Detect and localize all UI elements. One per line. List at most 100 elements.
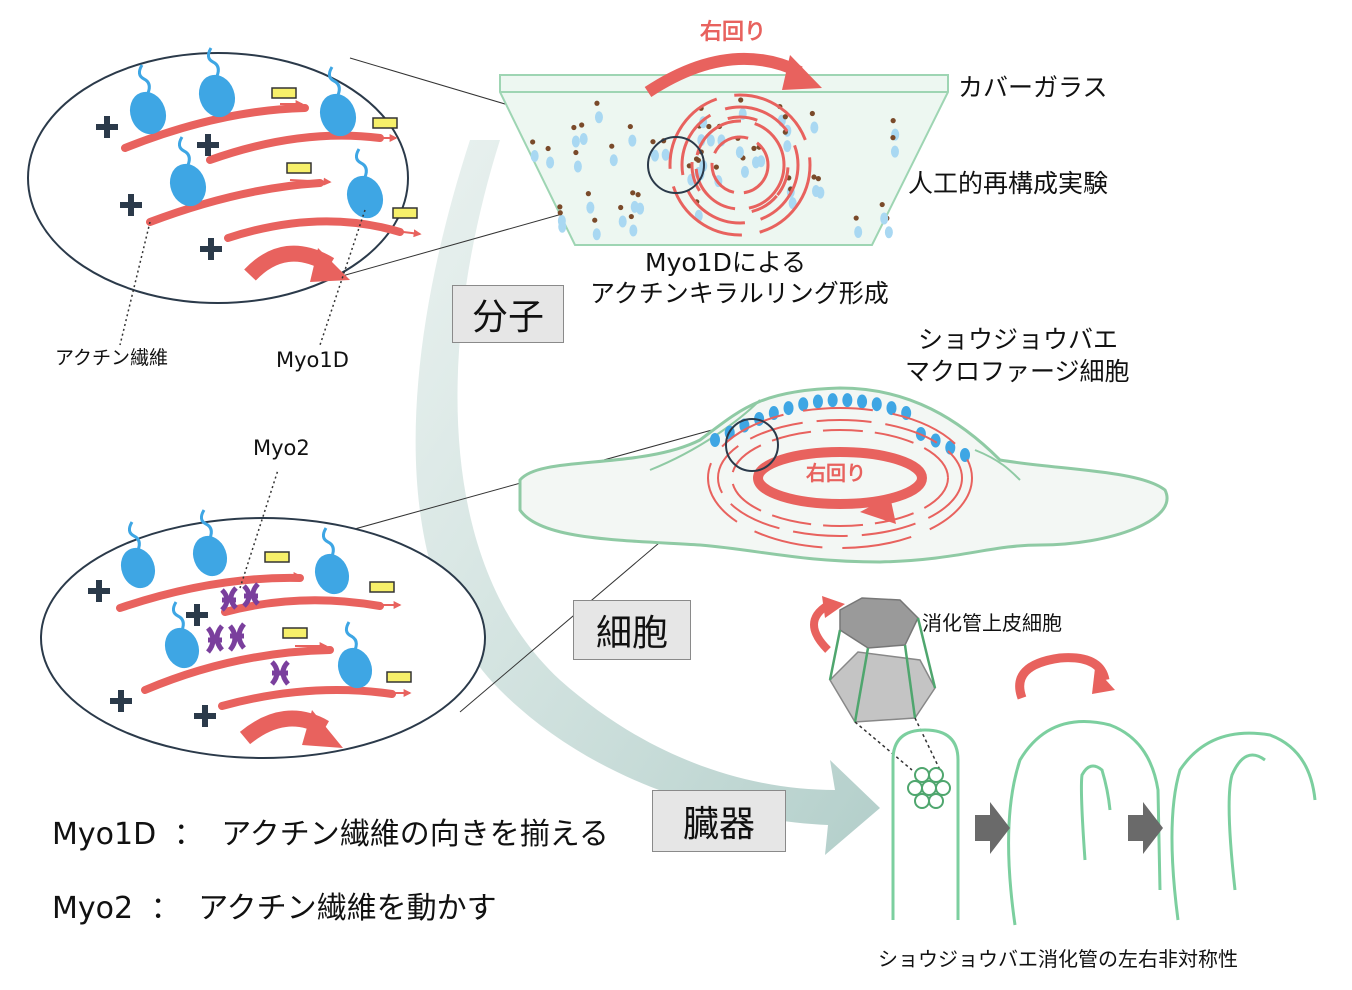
gut-rotation-arrow bbox=[1015, 653, 1110, 700]
myo1d-motor bbox=[573, 160, 582, 173]
membrane-myo1d bbox=[812, 394, 823, 409]
myo1d-motor bbox=[579, 132, 588, 145]
membrane-myo1d bbox=[871, 397, 882, 412]
cell-title-line1: ショウジョウバエ bbox=[918, 325, 1119, 354]
plus-ends-top bbox=[96, 116, 222, 260]
motor-tail-dot bbox=[879, 201, 885, 208]
myo2-crosslinkers bbox=[205, 582, 290, 686]
experiment-label: 人工的再構成実験 bbox=[908, 169, 1109, 198]
summary-myo2-name: Myo2 bbox=[52, 891, 134, 926]
rotation-label-glass: 右回り bbox=[700, 20, 767, 45]
level-flow-arrow bbox=[415, 140, 880, 855]
myo1d-on-membrane bbox=[710, 393, 970, 462]
motor-tail-dot bbox=[609, 143, 615, 149]
zoom-ellipse-cell bbox=[40, 469, 486, 759]
myo1d-motor bbox=[650, 149, 659, 162]
summary-myo1d-sep: ： bbox=[173, 817, 204, 852]
rotation-label-cell: 右回り bbox=[806, 461, 866, 485]
motor-tail-dot bbox=[738, 97, 744, 103]
level-box-molecule: 分子 bbox=[452, 285, 564, 343]
myo1d-motor bbox=[880, 212, 889, 225]
myo1d-motor bbox=[618, 215, 627, 228]
progression-arrows bbox=[975, 802, 1163, 854]
cover-glass-label: カバーガラス bbox=[958, 73, 1108, 102]
motor-tail-dot bbox=[585, 191, 591, 197]
minus-ends-top bbox=[271, 87, 418, 219]
membrane-myo1d bbox=[842, 393, 853, 408]
epithelial-cell-prism bbox=[810, 596, 941, 771]
macrophage-cell bbox=[518, 386, 1169, 564]
membrane-myo1d bbox=[710, 433, 720, 447]
myo1d-motor bbox=[592, 228, 601, 241]
myo1d-motor bbox=[586, 201, 595, 214]
myo1d-motor bbox=[530, 149, 539, 162]
motor-tail-dot bbox=[811, 174, 817, 180]
actin-filament-label: アクチン繊維 bbox=[55, 347, 169, 369]
myo1d-motor bbox=[706, 134, 715, 147]
chiral-actin-ring bbox=[668, 93, 812, 237]
myo1d-motor bbox=[810, 121, 819, 134]
motor-tail-dot bbox=[594, 100, 600, 106]
rotation-arrow-glass bbox=[644, 52, 803, 98]
zoom-ellipse-top bbox=[27, 47, 422, 346]
myo1d-motor bbox=[630, 200, 639, 213]
summary-myo2-text: アクチン繊維を動かす bbox=[198, 891, 497, 926]
ring-caption-line2: アクチンキラルリング形成 bbox=[590, 279, 889, 308]
motor-tail-dot bbox=[571, 124, 577, 131]
myo1d-motor bbox=[594, 111, 603, 124]
membrane-myo1d bbox=[827, 393, 838, 408]
myo1d-motor bbox=[740, 165, 749, 178]
summary-myo2: Myo2 ： アクチン繊維を動かす bbox=[52, 891, 497, 927]
myo1d-motor bbox=[629, 224, 638, 237]
myo1d-motor bbox=[884, 226, 893, 239]
summary-myo1d-name: Myo1D bbox=[52, 817, 157, 852]
myo1d-motor bbox=[757, 155, 766, 168]
membrane-myo1d bbox=[798, 397, 809, 412]
motor-tail-dot bbox=[706, 123, 712, 130]
myo2-label: Myo2 bbox=[253, 436, 310, 460]
motor-tail-dot bbox=[853, 215, 859, 221]
motor-tail-dot bbox=[650, 139, 656, 145]
motor-tail-dot bbox=[809, 110, 815, 117]
epithelium-label: 消化管上皮細胞 bbox=[922, 611, 1062, 635]
gut-caption: ショウジョウバエ消化管の左右非対称性 bbox=[878, 947, 1238, 971]
myo1d-label: Myo1D bbox=[276, 348, 349, 372]
motor-tail-dot bbox=[815, 176, 821, 182]
membrane-myo1d bbox=[960, 448, 970, 462]
membrane-myo1d bbox=[930, 433, 941, 448]
level-box-cell: 細胞 bbox=[573, 600, 691, 660]
motor-tail-dot bbox=[618, 204, 624, 211]
motor-tail-dot bbox=[557, 210, 563, 216]
myo1d-motor bbox=[783, 140, 792, 153]
myo1d-motor bbox=[661, 148, 670, 161]
myo1d-motor bbox=[812, 185, 821, 198]
motor-tail-dot bbox=[890, 118, 896, 124]
myo1d-motor bbox=[546, 156, 555, 169]
motor-tail-dot bbox=[890, 135, 896, 141]
myo1d-motor bbox=[558, 220, 567, 233]
motor-tail-dot bbox=[630, 190, 636, 196]
membrane-myo1d bbox=[945, 440, 956, 455]
rotation-arrow-cell bbox=[753, 447, 927, 509]
summary-myo1d: Myo1D ： アクチン繊維の向きを揃える bbox=[52, 817, 609, 853]
cell-title-line2: マクロファージ細胞 bbox=[905, 357, 1130, 386]
myo1d-motor bbox=[571, 135, 580, 148]
membrane-myo1d bbox=[783, 401, 794, 416]
motor-tail-dot bbox=[751, 145, 757, 151]
motor-tail-dot bbox=[592, 217, 598, 223]
myo1d-motor bbox=[890, 145, 899, 158]
motor-tail-dot bbox=[579, 122, 585, 128]
actin-filaments-top bbox=[121, 104, 404, 242]
myo1d-motor bbox=[628, 134, 637, 147]
ring-caption-line1: Myo1Dによる bbox=[645, 248, 807, 277]
summary-myo1d-text: アクチン繊維の向きを揃える bbox=[221, 817, 609, 852]
zoom-circle-top bbox=[647, 136, 705, 194]
zoom-circle-cell bbox=[725, 418, 779, 472]
gut-tubes bbox=[891, 653, 1317, 926]
motor-tail-dot bbox=[693, 156, 700, 162]
motor-tail-dot bbox=[713, 164, 719, 170]
level-box-organ: 臓器 bbox=[652, 790, 786, 852]
membrane-myo1d bbox=[857, 394, 868, 409]
motor-tail-dot bbox=[782, 114, 788, 120]
